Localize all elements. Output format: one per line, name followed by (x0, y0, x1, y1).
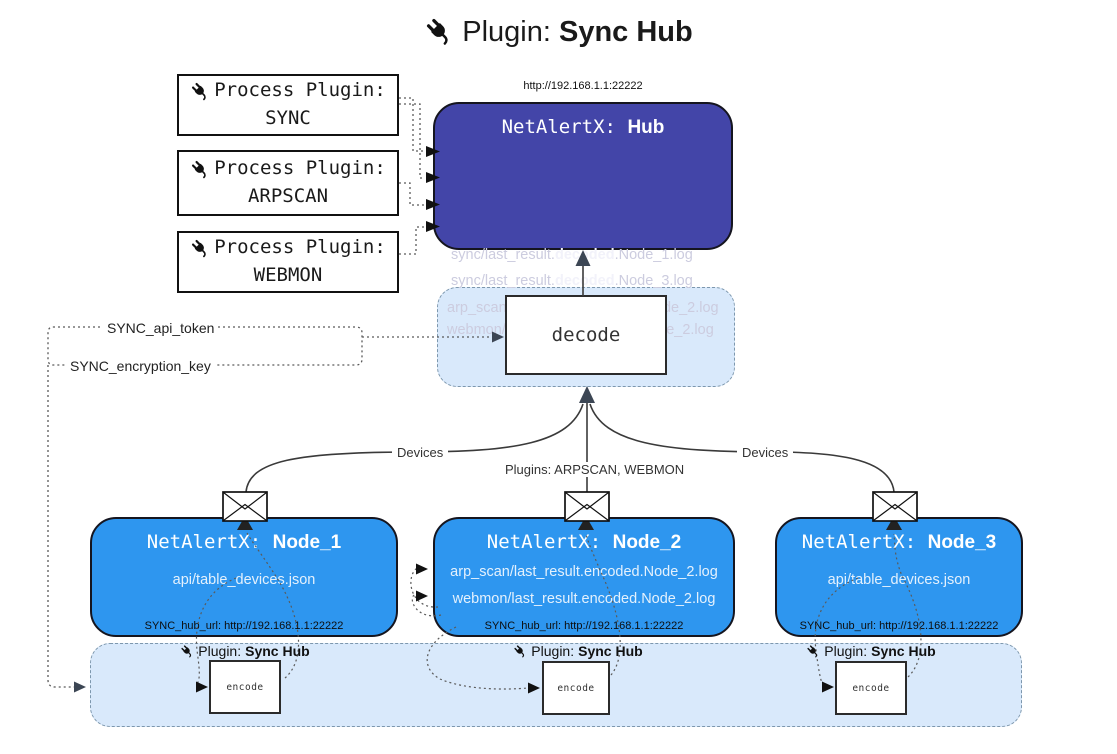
process-plugin-name: WEBMON (253, 264, 323, 286)
page-title-prefix: Plugin: (462, 16, 551, 48)
sync-encryption-key-label: SYNC_encryption_key (66, 358, 215, 374)
node-title-name: Node_3 (927, 532, 997, 553)
devices-edge-label-right: Devices (737, 445, 794, 460)
hub-title-prefix: NetAlertX: (501, 116, 616, 138)
process-plugin-sync-box: Process Plugin: SYNC (177, 74, 399, 136)
log-bold: decoded (554, 247, 615, 263)
page-title-name: Sync Hub (558, 16, 693, 48)
node-title-prefix: NetAlertX: (801, 531, 917, 553)
sync-api-token-label: SYNC_api_token (103, 320, 219, 336)
encode-plugin-name: Sync Hub (871, 643, 936, 659)
hub-log-line: sync/last_result.decoded.Node_1.log (451, 247, 731, 264)
hub-url-label: http://192.168.1.1:22222 (523, 80, 643, 92)
node-file: webmon/last_result.encoded.Node_2.log (452, 591, 716, 607)
plug-icon (190, 82, 211, 102)
node-3-box: NetAlertX: Node_3 api/table_devices.json… (775, 517, 1023, 637)
process-plugin-label: Process Plugin: (214, 157, 386, 180)
encode-plugin-prefix: Plugin: (198, 643, 242, 659)
node-file: api/table_devices.json (827, 572, 971, 588)
plugins-edge-label: Plugins: ARPSCAN, WEBMON (500, 462, 690, 477)
node-2-box: NetAlertX: Node_2 arp_scan/last_result.e… (433, 517, 735, 637)
node-file: arp_scan/last_result.encoded.Node_2.log (450, 564, 718, 580)
hub-log-line: sync/last_result.decoded.Node_3.log (451, 273, 731, 290)
encode-box: encode (542, 661, 610, 715)
node-title-name: Node_1 (272, 532, 342, 553)
log-bold: decoded (554, 273, 615, 289)
hub-box: NetAlertX: Hub sync/last_result.decoded.… (433, 102, 733, 338)
log-post: .Node_1.log (614, 247, 693, 263)
plug-icon (180, 644, 195, 658)
encode-plugin-prefix: Plugin: (824, 643, 868, 659)
encode-box: encode (835, 661, 907, 715)
envelope-icon (564, 491, 610, 522)
plug-icon (806, 644, 821, 658)
node-title: NetAlertX: Node_2 (435, 531, 733, 554)
devices-edge-label-left: Devices (392, 445, 449, 460)
node-hub-url: SYNC_hub_url: http://192.168.1.1:22222 (484, 620, 684, 632)
process-plugin-webmon-box: Process Plugin: WEBMON (177, 231, 399, 293)
process-plugin-name: SYNC (265, 107, 311, 129)
hub-title: NetAlertX: Hub (435, 116, 731, 139)
node-title-name: Node_2 (612, 532, 682, 553)
encode-plugin-prefix: Plugin: (531, 643, 575, 659)
node-hub-url: SYNC_hub_url: http://192.168.1.1:22222 (144, 620, 344, 632)
encode-plugin-name: Sync Hub (578, 643, 643, 659)
plug-icon (425, 17, 455, 47)
log-pre: sync/last_result. (451, 273, 555, 289)
node-title: NetAlertX: Node_1 (92, 531, 396, 554)
page-title: Plugin: Sync Hub (0, 16, 1117, 49)
process-plugin-label: Process Plugin: (214, 79, 386, 102)
node-title-prefix: NetAlertX: (146, 531, 262, 553)
plug-icon (513, 644, 528, 658)
decode-box: decode (505, 295, 667, 375)
process-plugin-name: ARPSCAN (247, 185, 329, 207)
encode-plugin-label: Plugin: Sync Hub (155, 643, 335, 659)
node-title: NetAlertX: Node_3 (777, 531, 1021, 554)
process-plugin-label: Process Plugin: (214, 236, 386, 259)
plug-icon (190, 160, 211, 180)
encode-plugin-label: Plugin: Sync Hub (781, 643, 961, 659)
envelope-icon (872, 491, 918, 522)
node-1-box: NetAlertX: Node_1 api/table_devices.json… (90, 517, 398, 637)
encode-plugin-name: Sync Hub (245, 643, 310, 659)
log-pre: sync/last_result. (451, 247, 555, 263)
log-post: .Node_3.log (614, 273, 693, 289)
node-hub-url: SYNC_hub_url: http://192.168.1.1:22222 (799, 620, 999, 632)
hub-title-name: Hub (627, 117, 665, 138)
encode-box: encode (209, 660, 281, 714)
node-file: api/table_devices.json (172, 572, 316, 588)
plug-icon (190, 239, 211, 259)
node-title-prefix: NetAlertX: (486, 531, 602, 553)
process-plugin-arpscan-box: Process Plugin: ARPSCAN (177, 150, 399, 216)
envelope-icon (222, 491, 268, 522)
encode-plugin-label: Plugin: Sync Hub (488, 643, 668, 659)
